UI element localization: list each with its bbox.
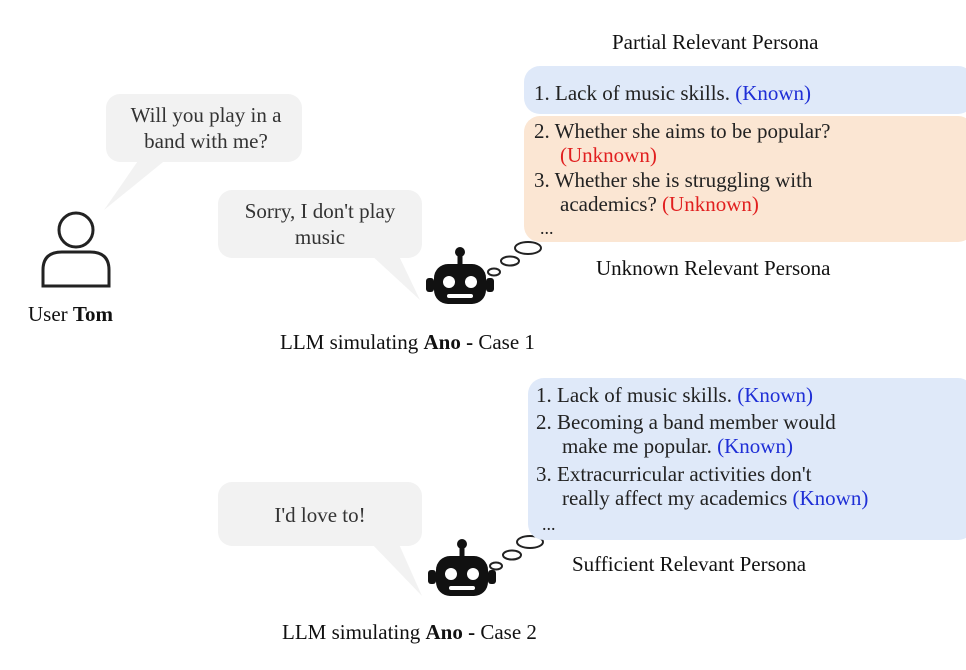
user-label: User Tom (28, 302, 113, 326)
ellipsis: ... (542, 514, 556, 534)
known-tag: (Known) (792, 486, 869, 510)
unknown-tag: (Unknown) (662, 192, 759, 216)
case1-caption: LLM simulating Ano - Case 1 (280, 330, 535, 354)
known-persona-panel (524, 66, 966, 114)
unknown-persona-title: Unknown Relevant Persona (596, 256, 831, 280)
persona-item-tag-line: make me popular. (Known) (562, 434, 793, 458)
user-speech-bubble (104, 94, 302, 210)
user-icon (41, 211, 111, 288)
user-name: Tom (72, 302, 113, 326)
case2-caption: LLM simulating Ano - Case 2 (282, 620, 537, 644)
known-tag: (Known) (737, 383, 814, 407)
reply-line: Sorry, I don't play (244, 199, 396, 223)
case1-reply-bubble (218, 190, 422, 300)
robot-icon (428, 539, 496, 596)
sufficient-persona-title: Sufficient Relevant Persona (572, 552, 807, 576)
known-tag: (Known) (735, 81, 812, 105)
case2-reply-text: I'd love to! (220, 502, 420, 528)
thought-bubble-icon (487, 241, 542, 277)
persona-item: 3. Whether she is struggling with (534, 168, 813, 192)
ellipsis: ... (540, 218, 554, 238)
reply-line: music (294, 225, 346, 249)
persona-item: 3. Extracurricular activities don't (536, 462, 812, 486)
reply-line: I'd love to! (274, 503, 366, 527)
case2-reply-bubble (218, 482, 422, 596)
thought-bubble-icon (489, 535, 544, 571)
persona-item: 2. Becoming a band member would (536, 410, 836, 434)
case1-reply-text: Sorry, I don't play music (220, 198, 420, 250)
known-tag: (Known) (717, 434, 793, 458)
unknown-persona-panel (524, 116, 966, 242)
persona-item-tag-line: (Unknown) (560, 143, 657, 167)
sufficient-persona-panel (528, 378, 966, 540)
user-speech-text: Will you play in a band with me? (116, 102, 296, 154)
persona-item: 1. Lack of music skills. (Known) (534, 81, 812, 105)
unknown-tag: (Unknown) (560, 143, 657, 167)
robot-icon (426, 247, 494, 304)
speech-line: Will you play in a (130, 103, 282, 127)
persona-item: 1. Lack of music skills. (Known) (536, 383, 814, 407)
persona-item-tag-line: academics? (Unknown) (560, 192, 759, 216)
speech-line: band with me? (144, 129, 268, 153)
partial-persona-title: Partial Relevant Persona (612, 30, 819, 54)
persona-item-tag-line: really affect my academics (Known) (562, 486, 869, 510)
persona-item: 2. Whether she aims to be popular? (534, 119, 831, 143)
